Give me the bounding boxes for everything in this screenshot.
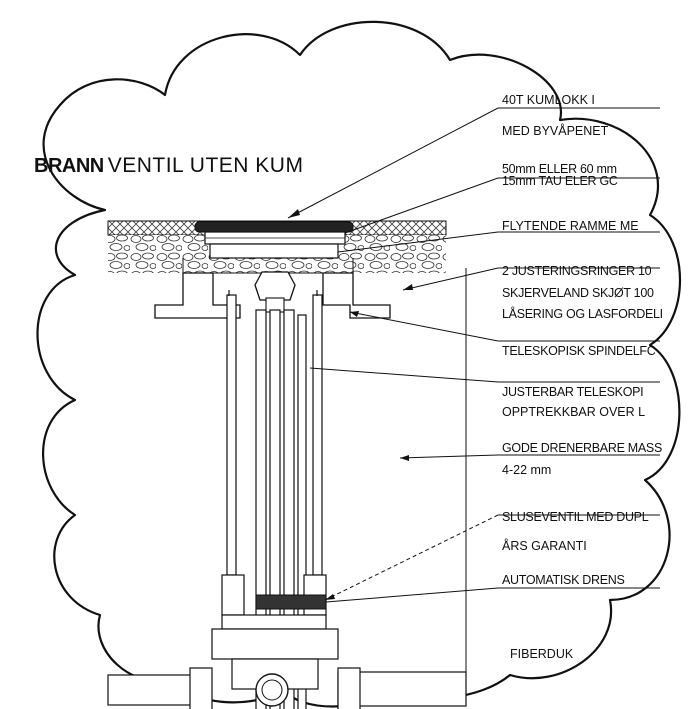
title-rest: VENTIL UTEN KUM: [108, 154, 304, 177]
main-pipe: [107, 667, 467, 709]
label-mass-2: 4-22 mm: [502, 463, 551, 477]
label-lid-2: MED BYVÅPENET: [502, 123, 609, 138]
label-adjust-1: 2 JUSTERINGSRINGER 10: [502, 264, 652, 278]
telescopic-rods: [226, 294, 323, 709]
label-drain: AUTOMATISK DRENS: [502, 573, 625, 587]
label-spindle: TELESKOPISK SPINDELFC: [502, 344, 656, 358]
leader-lines: [287, 107, 660, 603]
floating-frame: [209, 243, 339, 259]
label-valve-2: ÅRS GARANTI: [502, 538, 587, 553]
hydrant-cross-section: [107, 220, 467, 709]
spindle-cap: [254, 271, 296, 301]
cloud-outline-icon: [36, 20, 682, 708]
leader-arrow-icon: [288, 209, 413, 600]
label-ring-2: 15mm TAU ELER GC: [502, 174, 618, 188]
label-valve-1: SLUSEVENTIL MED DUPL: [502, 510, 649, 524]
callout-labels: 40T KUMLOKK I MED BYVÅPENET 50mm ELLER 6…: [502, 93, 663, 661]
valve-body: [221, 574, 245, 616]
label-adjust-3: LÅSERING OG LASFORDELI: [502, 306, 663, 321]
label-tele-1: JUSTERBAR TELESKOPI: [502, 385, 643, 399]
title-bold: BRANN: [34, 155, 104, 177]
label-frame: FLYTENDE RAMME ME: [502, 219, 639, 233]
label-tele-2: OPPTREKKBAR OVER L: [502, 405, 645, 419]
label-ring-1: 50mm ELLER 60 mm: [502, 162, 617, 176]
label-mass-1: GODE DRENERBARE MASS: [502, 441, 662, 455]
label-lid-1: 40T KUMLOKK I: [502, 93, 595, 107]
label-fiber: FIBERDUK: [510, 647, 574, 661]
manhole-lid: [194, 221, 354, 233]
label-adjust-2: SKJERVELAND SKJØT 100: [502, 286, 654, 300]
adjusting-rings: [154, 272, 241, 319]
